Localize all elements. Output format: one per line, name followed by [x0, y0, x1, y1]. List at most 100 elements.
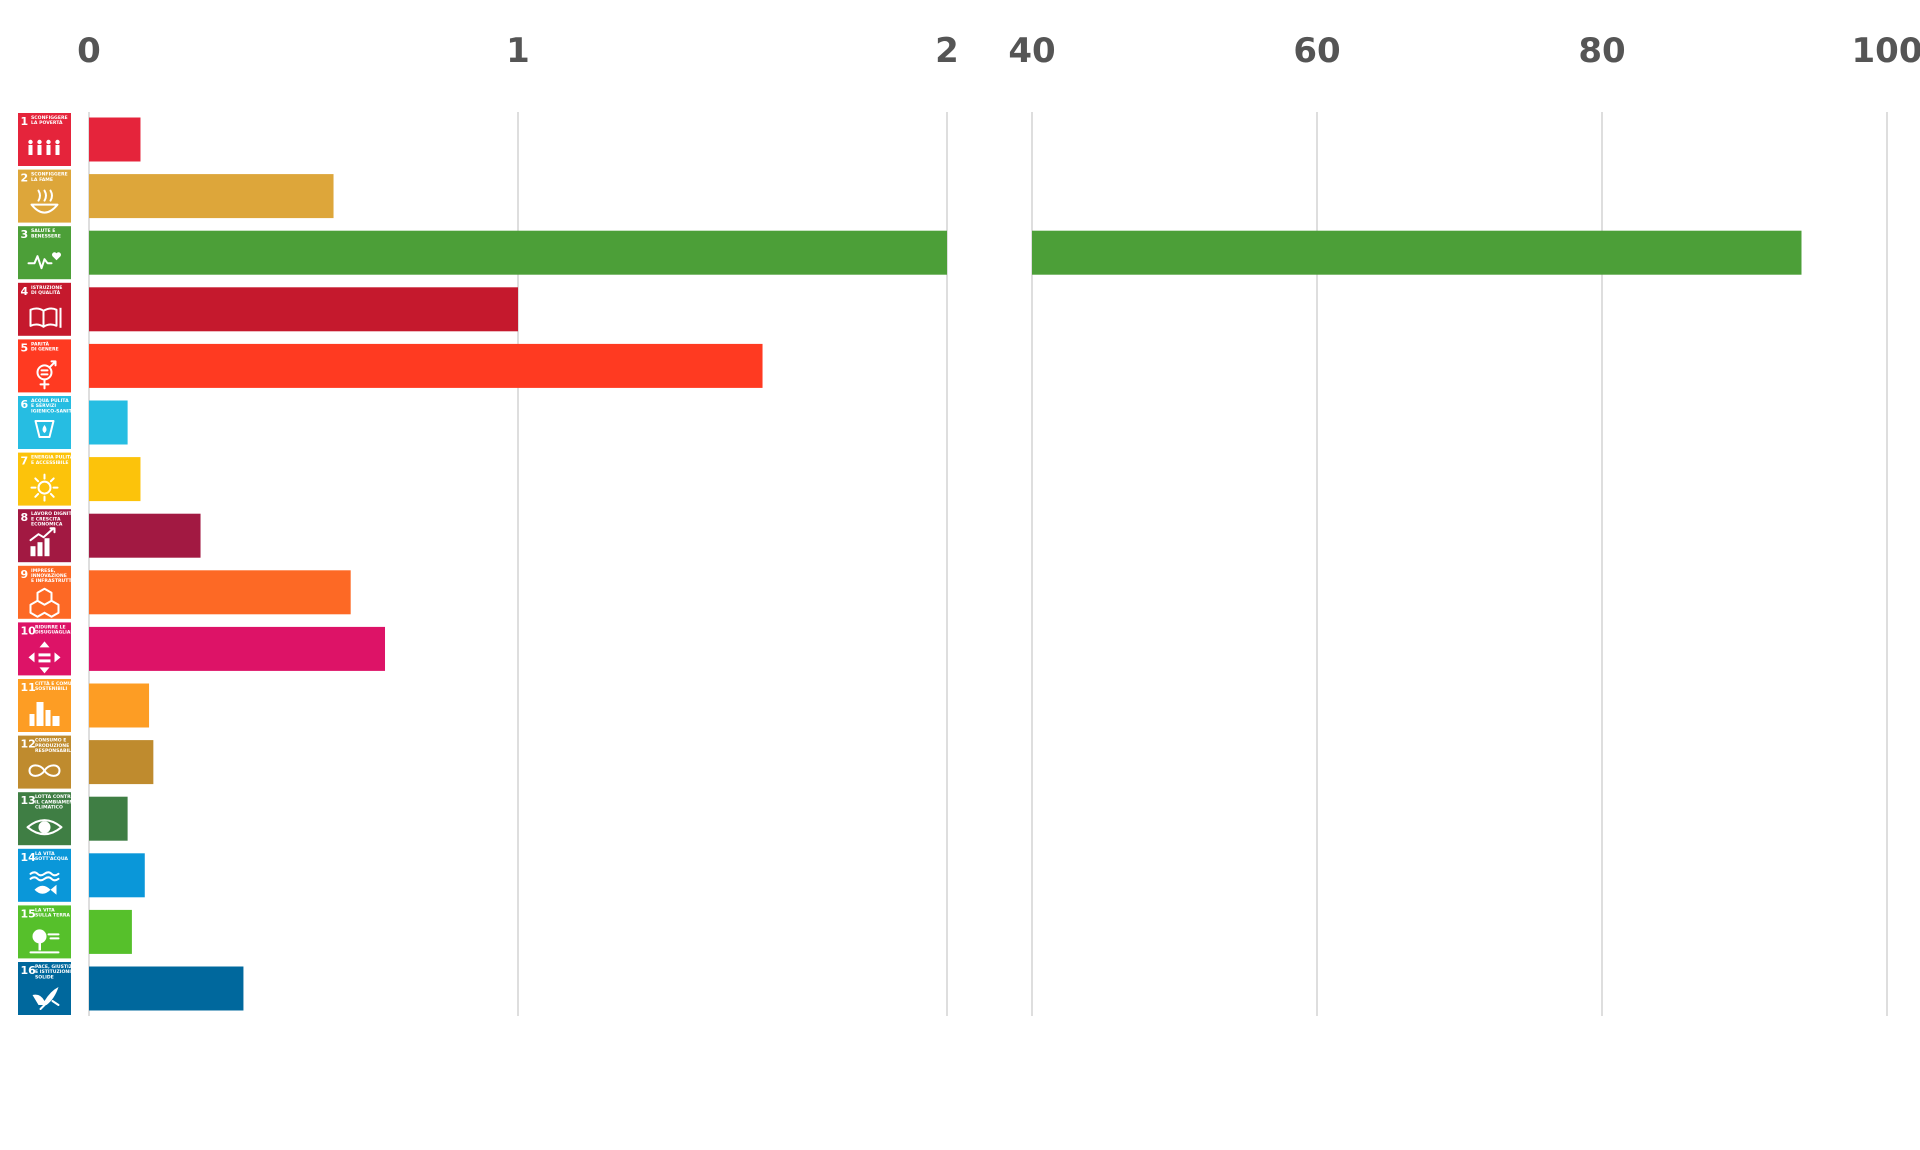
bar-goal-4 — [89, 287, 518, 332]
bar-goal-14 — [89, 853, 145, 898]
gender-icon — [36, 360, 57, 390]
sdg-number: 1 — [21, 115, 29, 128]
sdg-label-line: SULLA TERRA — [35, 913, 70, 919]
sdg-label-line: LA FAME — [31, 177, 53, 183]
sdg-label-line: SOSTENIBILI — [35, 686, 67, 692]
bar-goal-9 — [89, 570, 351, 615]
bar-goal-7 — [89, 457, 141, 502]
sdg-label-line: IMPRESE, — [31, 568, 56, 574]
sdg-label-line: CONSUMO E — [35, 738, 66, 744]
food-bowl-icon — [30, 189, 59, 214]
x-tick-label: 100 — [1852, 31, 1920, 71]
x-tick-label: 2 — [935, 31, 959, 71]
sdg-label-line: BENESSERE — [31, 233, 61, 239]
bar-goal-3-lower-segment — [89, 230, 947, 275]
sdg-label-line: SALUTE E — [31, 228, 55, 234]
sun-icon — [30, 473, 59, 502]
bar-goal-12 — [89, 740, 154, 785]
equality-icon — [28, 641, 61, 674]
bar-goal-15 — [89, 909, 132, 954]
sdg-label-line: LAVORO DIGNITOSO — [31, 511, 83, 517]
sdg-label-line: E ISTITUZIONI — [35, 969, 71, 975]
city-icon — [29, 702, 60, 726]
bars — [89, 117, 1802, 1011]
sdg-label-line: PARITÀ — [31, 340, 50, 347]
sdg-label-line: E CRESCITA — [31, 516, 61, 522]
sdg-label-line: LA VITA — [35, 851, 55, 857]
sdg-icon-tile — [18, 113, 71, 166]
x-tick-label: 1 — [506, 31, 530, 71]
x-tick-label: 40 — [1008, 31, 1055, 71]
cubes-icon — [29, 587, 60, 618]
dove-icon — [32, 987, 60, 1010]
growth-chart-icon — [29, 527, 56, 557]
sdg-label-line: CITTÀ E COMUNITÀ — [35, 680, 84, 687]
family-icon — [28, 139, 60, 155]
bar-goal-3-upper-segment — [1032, 230, 1802, 275]
sdg-icon-tile — [18, 622, 71, 676]
sdg-icon-tile — [18, 226, 71, 280]
heartbeat-icon — [27, 252, 61, 270]
sdg-number: 5 — [21, 341, 29, 354]
sdg-icon-tile — [18, 169, 71, 223]
sdg-icon-tile — [18, 679, 71, 732]
sdg-label-line: ACQUA PULITA — [31, 398, 69, 404]
sdg-label-line: SCONFIGGERE — [31, 172, 68, 178]
sdg-label-line: SCONFIGGERE — [31, 115, 68, 121]
water-drop-icon — [34, 420, 55, 438]
bar-goal-5 — [89, 343, 763, 388]
bar-goal-2 — [89, 174, 334, 219]
x-tick-label: 0 — [77, 31, 101, 71]
sdg-label-line: E SERVIZI — [31, 403, 56, 409]
sdg-number: 10 — [21, 624, 37, 637]
sdg-label-line: IL CAMBIAMENTO — [35, 799, 80, 805]
sdg-number: 11 — [21, 681, 36, 694]
sdg-number: 6 — [21, 398, 29, 411]
sdg-label-line: RESPONSABILI — [35, 748, 73, 754]
bar-goal-10 — [89, 626, 386, 671]
sdg-label-line: PACE, GIUSTIZIA — [35, 964, 78, 970]
sdg-number: 12 — [21, 738, 36, 751]
fish-icon — [29, 871, 60, 895]
bar-goal-13 — [89, 796, 128, 841]
tree-icon — [29, 929, 60, 954]
sdg-label-line: SOTT'ACQUA — [35, 856, 68, 862]
tick-labels: 0 1 2 40 60 80 100 — [77, 31, 1920, 71]
sdg-label-line: INNOVAZIONE — [31, 573, 67, 579]
sdg-label-line: PRODUZIONE — [35, 743, 69, 749]
infinity-icon — [28, 764, 61, 777]
sdg-icon-tile — [18, 792, 71, 846]
x-tick-label: 60 — [1293, 31, 1340, 71]
sdg-icon-tile — [18, 396, 71, 449]
sdg-label-line: ISTRUZIONE — [31, 285, 62, 291]
bar-goal-11 — [89, 683, 150, 728]
sdg-number: 13 — [21, 794, 36, 807]
bar-goal-8 — [89, 513, 201, 558]
sdg-label-line: DI GENERE — [31, 347, 59, 353]
sdg-number: 4 — [21, 285, 29, 298]
sdg-label-line: E ACCESSIBILE — [31, 460, 69, 466]
sdg-label-line: LA VITA — [35, 907, 55, 913]
sdg-number: 2 — [21, 172, 29, 185]
sdg-number: 3 — [21, 228, 29, 241]
sdg-label-line: ENERGIA PULITA — [31, 455, 74, 461]
sdg-number: 8 — [21, 511, 29, 524]
sdg-label-line: LA POVERTÀ — [31, 119, 63, 126]
sdg-icon-tile — [18, 735, 71, 789]
x-tick-label: 80 — [1578, 31, 1625, 71]
sdg-label-line: RIDURRE LE — [35, 624, 66, 630]
